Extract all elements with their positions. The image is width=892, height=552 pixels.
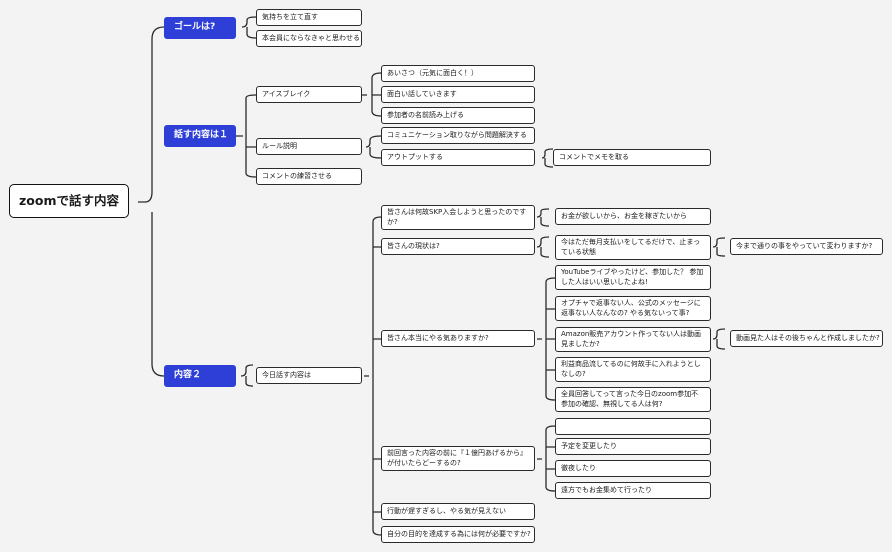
action-slow[interactable]: 行動が遅すぎるし、やる気が見えない: [381, 503, 535, 520]
question-hundred-million[interactable]: 前回言った内容の前に『１億円あげるから』が付いたらどーするの?: [381, 446, 535, 471]
hundred-million-item[interactable]: [555, 418, 711, 435]
goal-topic[interactable]: ゴールは?: [164, 17, 236, 39]
icebreak-node[interactable]: アイスブレイク: [256, 86, 362, 103]
status-note[interactable]: 今まで通りの事をやっていて変わりますか?: [730, 238, 883, 255]
hundred-million-item[interactable]: 徹夜したり: [555, 460, 711, 477]
goal-question[interactable]: 自分の目的を達成する為には何が必要ですか?: [381, 526, 535, 543]
root-topic[interactable]: zoomで話す内容: [9, 184, 129, 218]
motivation-item[interactable]: Amazon販売アカウント作ってない人は動画見ましたか?: [555, 327, 711, 352]
question-current-status[interactable]: 皆さんの現状は?: [381, 238, 535, 255]
rules-output[interactable]: アウトプットする: [381, 149, 535, 166]
today-node[interactable]: 今日話す内容は: [256, 367, 362, 384]
goal-item[interactable]: 気持ちを立て直す: [256, 9, 362, 26]
icebreak-item[interactable]: 参加者の名前読み上げる: [381, 107, 535, 124]
motivation-item[interactable]: YouTubeライブやったけど、参加した？ 参加した人はいい思いしたよね!: [555, 265, 711, 290]
output-note[interactable]: コメントでメモを取る: [553, 149, 711, 166]
question-motivation[interactable]: 皆さん本当にやる気ありますか?: [381, 330, 535, 347]
rules-communication[interactable]: コミュニケーション取りながら問題解決する: [381, 127, 535, 144]
hundred-million-item[interactable]: 遠方でもお金集めて行ったり: [555, 482, 711, 499]
amazon-note[interactable]: 動画見た人はその後ちゃんと作成しましたか?: [730, 330, 883, 347]
content2-topic[interactable]: 内容２: [164, 365, 236, 387]
motivation-item[interactable]: 全員回答してって言った今日のzoom参加不参加の確認、無視してる人は何?: [555, 387, 711, 412]
icebreak-item[interactable]: あいさつ（元気に面白く！）: [381, 65, 535, 82]
goal-item[interactable]: 本会員にならなきゃと思わせる: [256, 30, 362, 47]
icebreak-item[interactable]: 面白い話していきます: [381, 86, 535, 103]
comment-practice[interactable]: コメントの練習させる: [256, 168, 362, 185]
talk-topic[interactable]: 話す内容は１: [164, 125, 236, 147]
question-why-join[interactable]: 皆さんは何故SKP入会しようと思ったのですか?: [381, 205, 535, 230]
motivation-item[interactable]: オプチャで返事ない人、公式のメッセージに返事ない人なんなの? やる気ないって事?: [555, 296, 711, 321]
rules-node[interactable]: ルール説明: [256, 138, 362, 155]
answer-status[interactable]: 今はただ毎月支払いをしてるだけで、止まっている状態: [555, 235, 711, 260]
answer-money[interactable]: お金が欲しいから、お金を稼ぎたいから: [555, 208, 711, 225]
motivation-item[interactable]: 利益商品流してるのに何故手に入れようとしなしの?: [555, 357, 711, 382]
hundred-million-item[interactable]: 予定を変更したり: [555, 438, 711, 455]
